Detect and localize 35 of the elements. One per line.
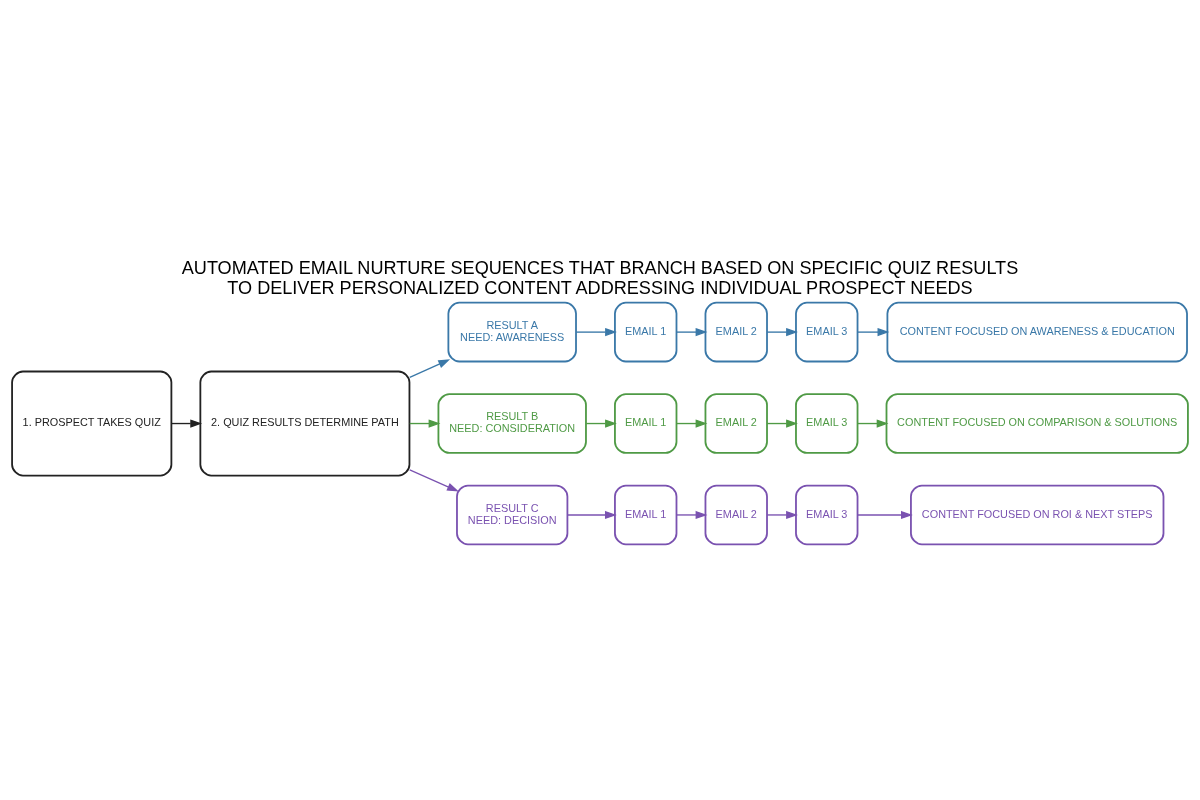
arrow	[585, 419, 617, 428]
node-box: RESULT C NEED: DECISION	[456, 484, 569, 546]
arrow	[856, 419, 889, 428]
node-box: EMAIL 1	[614, 301, 678, 363]
arrow	[170, 419, 203, 428]
node-box: RESULT B NEED: CONSIDERATION	[437, 393, 587, 454]
caption: TO DELIVER PERSONALIZED CONTENT ADDRESSING INDIVIDUAL PROSPECT NEEDS	[227, 277, 973, 298]
node-box: EMAIL 1	[614, 484, 678, 546]
arrow	[675, 510, 708, 520]
node-box: EMAIL 2	[704, 484, 768, 546]
arrow	[675, 328, 708, 337]
arrow	[766, 328, 798, 337]
node-box: EMAIL 3	[795, 393, 859, 454]
arrow	[409, 469, 459, 492]
arrow	[575, 328, 617, 337]
node-box: CONTENT FOCUSED ON COMPARISON & SOLUTIONS	[885, 393, 1189, 454]
node-box: 1. PROSPECT TAKES QUIZ	[11, 370, 173, 477]
node-box: 2. QUIZ RESULTS DETERMINE PATH	[199, 370, 411, 477]
arrow	[566, 510, 617, 520]
node-box: CONTENT FOCUSED ON ROI & NEXT STEPS	[910, 484, 1165, 546]
node-box: RESULT A NEED: AWARENESS	[447, 301, 577, 363]
node-box: EMAIL 1	[614, 393, 678, 454]
arrow	[409, 419, 441, 428]
arrow	[766, 419, 798, 428]
arrow	[675, 419, 708, 428]
diagram-title: AUTOMATED EMAIL NURTURE SEQUENCES THAT BRANCH BASED ON SPECIFIC QUIZ RESULTS	[181, 257, 1019, 278]
node-box: CONTENT FOCUSED ON AWARENESS & EDUCATION	[886, 301, 1188, 363]
arrow	[856, 328, 890, 337]
node-box: EMAIL 3	[795, 484, 859, 546]
arrow	[409, 359, 451, 378]
arrow	[766, 510, 798, 520]
node-box: EMAIL 2	[704, 393, 768, 454]
arrow	[856, 510, 913, 520]
node-box: EMAIL 2	[704, 301, 768, 363]
node-box: EMAIL 3	[795, 301, 859, 363]
